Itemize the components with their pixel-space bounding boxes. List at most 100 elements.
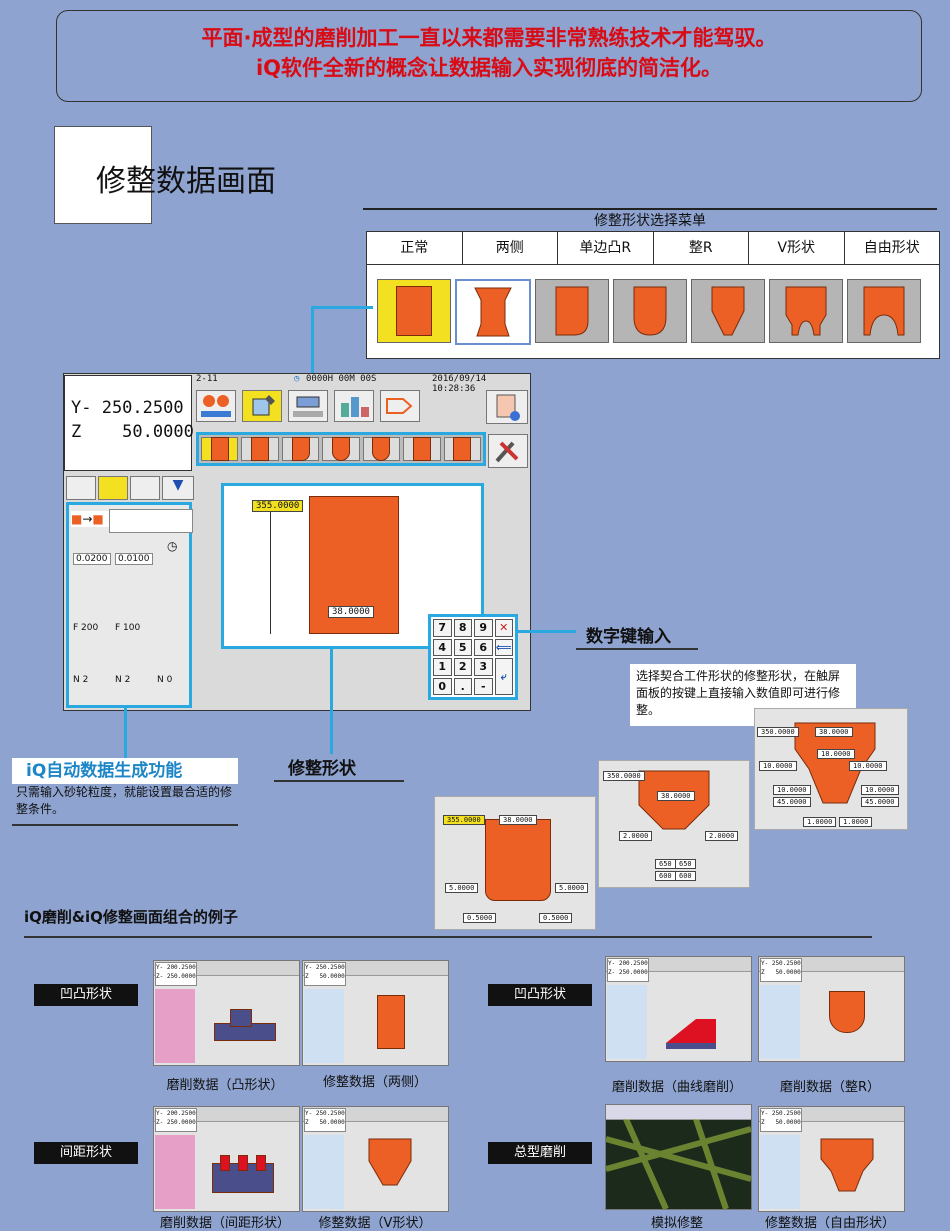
s3-a: 10.0000	[759, 761, 797, 771]
left-tab-3[interactable]	[130, 476, 160, 500]
thumb-grind-convex[interactable]: Y- 200.2500 Z- 250.0000	[153, 960, 300, 1066]
section-title: 修整数据画面	[96, 164, 276, 199]
enter-key[interactable]: ⤶	[494, 658, 513, 695]
menu-divider	[363, 208, 937, 210]
row-shape-single-r[interactable]	[281, 437, 320, 461]
arch-shape-icon	[453, 437, 472, 461]
tab-free-shape[interactable]: 自由形状	[863, 240, 920, 256]
fine-value[interactable]: 0.0100	[115, 553, 153, 565]
shape-full-r-button[interactable]	[613, 279, 687, 343]
thumb-grind-curve[interactable]: Y- 200.2500 Z- 250.0000	[605, 956, 752, 1062]
feed-1[interactable]: F 200	[73, 623, 99, 633]
keypad-connector	[518, 630, 580, 633]
key-7[interactable]: 7	[433, 619, 452, 637]
shape-normal-button[interactable]	[377, 279, 451, 343]
s1-height: 355.0000	[443, 815, 485, 825]
shape-free-arch-button[interactable]	[847, 279, 921, 343]
iq-auto-title: iQ自动数据生成功能	[12, 758, 238, 784]
caption-grind-full-r: 磨削数据（整R）	[779, 1080, 881, 1095]
count-1[interactable]: N 2	[73, 675, 89, 685]
menu-connector-h	[311, 306, 373, 309]
key-6[interactable]: 6	[474, 638, 493, 656]
shape-callout: 修整形状	[274, 754, 404, 782]
thumb-dress-both[interactable]: Y- 250.2500 Z 50.0000	[302, 960, 449, 1066]
caption-simulation: 模拟修整	[650, 1216, 703, 1231]
count-1-value: 2	[82, 675, 89, 685]
row-shape-free[interactable]	[403, 437, 441, 461]
sample-profile	[485, 819, 551, 901]
key-3[interactable]: 3	[474, 658, 493, 676]
left-tab-1[interactable]	[66, 476, 96, 500]
iq-auto-desc: 只需输入砂轮粒度，就能设置最合适的修整条件。	[12, 784, 238, 826]
tag-convex-1: 凹凸形状	[34, 984, 138, 1006]
feed-2[interactable]: F 100	[115, 623, 141, 633]
wheel-mode-button[interactable]	[288, 390, 328, 422]
row-shape-both[interactable]	[241, 437, 279, 461]
arrow-right-icon	[386, 398, 413, 414]
tab-both-sides[interactable]: 两侧	[463, 232, 558, 264]
key-5[interactable]: 5	[453, 638, 472, 656]
key-4[interactable]: 4	[433, 638, 452, 656]
key-8[interactable]: 8	[453, 619, 472, 637]
thumb-grind-pitch[interactable]: Y- 200.2500 Z- 250.0000	[153, 1106, 300, 1212]
tools-button[interactable]	[488, 434, 528, 468]
thumb-dress-v[interactable]: Y- 250.2500 Z 50.0000	[302, 1106, 449, 1212]
s3-f: 45.0000	[861, 797, 899, 807]
caption-grind-curve: 磨削数据（曲线磨削）	[611, 1080, 742, 1095]
parts-mode-button[interactable]	[334, 390, 374, 422]
thumb-dress-free[interactable]: Y- 250.2500 Z 50.0000	[758, 1106, 905, 1212]
key-dot[interactable]: .	[453, 677, 472, 695]
key-2[interactable]: 2	[453, 658, 472, 676]
clear-key[interactable]: ✕	[494, 619, 513, 637]
grit-field[interactable]	[109, 509, 193, 533]
dress-mode-button[interactable]	[242, 390, 282, 422]
width-dimension[interactable]: 38.0000	[328, 606, 374, 618]
page-button[interactable]	[486, 390, 528, 424]
chevron-down-icon[interactable]: ▼	[162, 476, 194, 500]
key-0[interactable]: 0	[433, 677, 452, 695]
row-shape-v[interactable]	[362, 437, 401, 461]
backspace-key[interactable]: ⟸	[494, 638, 513, 656]
timer-icon: ◷	[167, 539, 178, 553]
left-tab-2[interactable]	[98, 476, 128, 500]
next-button[interactable]	[380, 390, 420, 422]
v-shape-icon	[372, 437, 391, 461]
shape-both-sides-button[interactable]	[455, 279, 531, 345]
thumb-grind-full-r[interactable]: Y- 250.2500 Z 50.0000	[758, 956, 905, 1062]
height-dim-line	[270, 512, 271, 634]
thumb-simulation[interactable]	[605, 1104, 752, 1210]
key-9[interactable]: 9	[474, 619, 493, 637]
row-shape-arch[interactable]	[443, 437, 481, 461]
tab-single-r[interactable]: 单边凸R	[558, 232, 654, 264]
shape-single-r-button[interactable]	[535, 279, 609, 343]
curve-profile	[666, 1019, 716, 1049]
row-shape-normal[interactable]	[201, 437, 239, 461]
s2-b: 2.0000	[705, 831, 739, 841]
headline-line-1: 平面·成型的磨削加工一直以来都需要非常熟练技术才能驾驭。	[201, 26, 777, 50]
s2-v3: 600	[655, 871, 676, 881]
coord-z: Z 50.0000	[71, 422, 194, 442]
count-2[interactable]: N 2	[115, 675, 131, 685]
row-shape-full-r[interactable]	[322, 437, 360, 461]
tag-pitch: 间距形状	[34, 1142, 138, 1164]
count-3-value: 0	[166, 675, 173, 685]
count-3[interactable]: N 0	[157, 675, 173, 685]
key-minus[interactable]: -	[474, 677, 493, 695]
tab-full-r[interactable]: 整R	[654, 232, 749, 264]
shape-menu-title: 修整形状选择菜单	[594, 213, 706, 229]
tab-v-shape[interactable]: V形状	[749, 232, 845, 264]
single-r-shape-icon	[291, 437, 310, 461]
tab-normal[interactable]: 正常	[367, 232, 463, 264]
transfer-icon: ■→■	[71, 511, 109, 527]
s1-width: 38.0000	[499, 815, 537, 825]
key-1[interactable]: 1	[433, 658, 452, 676]
arch-shape-icon	[863, 286, 905, 336]
rough-value[interactable]: 0.0200	[73, 553, 111, 565]
s3-c: 10.0000	[773, 785, 811, 795]
height-dimension[interactable]: 355.0000	[252, 500, 304, 512]
s1-c: 0.5000	[463, 913, 497, 923]
shape-free-button[interactable]	[769, 279, 843, 343]
grind-mode-button[interactable]	[196, 390, 236, 422]
free-profile	[794, 722, 876, 804]
shape-v-button[interactable]	[691, 279, 765, 343]
